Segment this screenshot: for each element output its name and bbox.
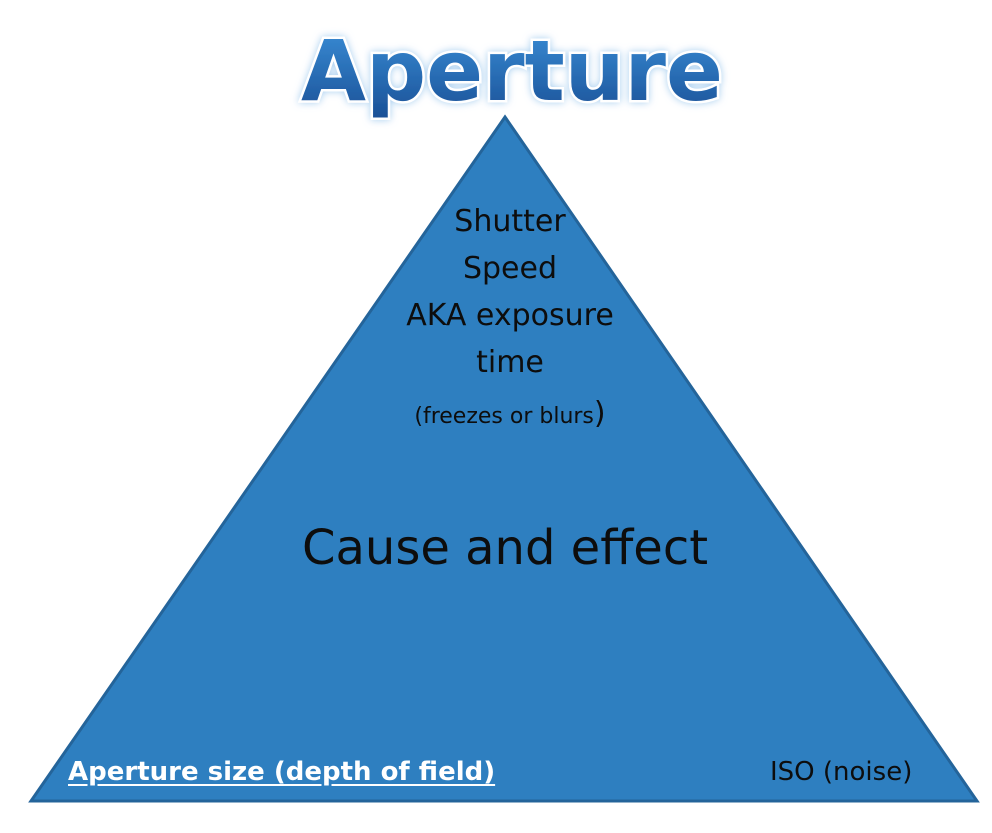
bottom-left-label: Aperture size (depth of field) [68, 757, 496, 787]
page-title: Aperture [301, 22, 723, 120]
top-label-line-2: Speed [462, 251, 558, 286]
bottom-right-label: ISO (noise) [770, 757, 913, 787]
top-label-line-3: AKA exposure [406, 298, 614, 333]
top-label-note-close: ) [593, 396, 606, 431]
top-label-line-1: Shutter [454, 204, 566, 239]
top-label-note-text: (freezes or blurs [414, 404, 594, 429]
top-label-line-4: time [476, 345, 544, 380]
title-graphic: Aperture [299, 20, 726, 123]
exposure-triangle [28, 114, 980, 803]
top-label-note: (freezes or blurs) [380, 396, 640, 431]
center-label: Cause and effect [301, 520, 709, 576]
